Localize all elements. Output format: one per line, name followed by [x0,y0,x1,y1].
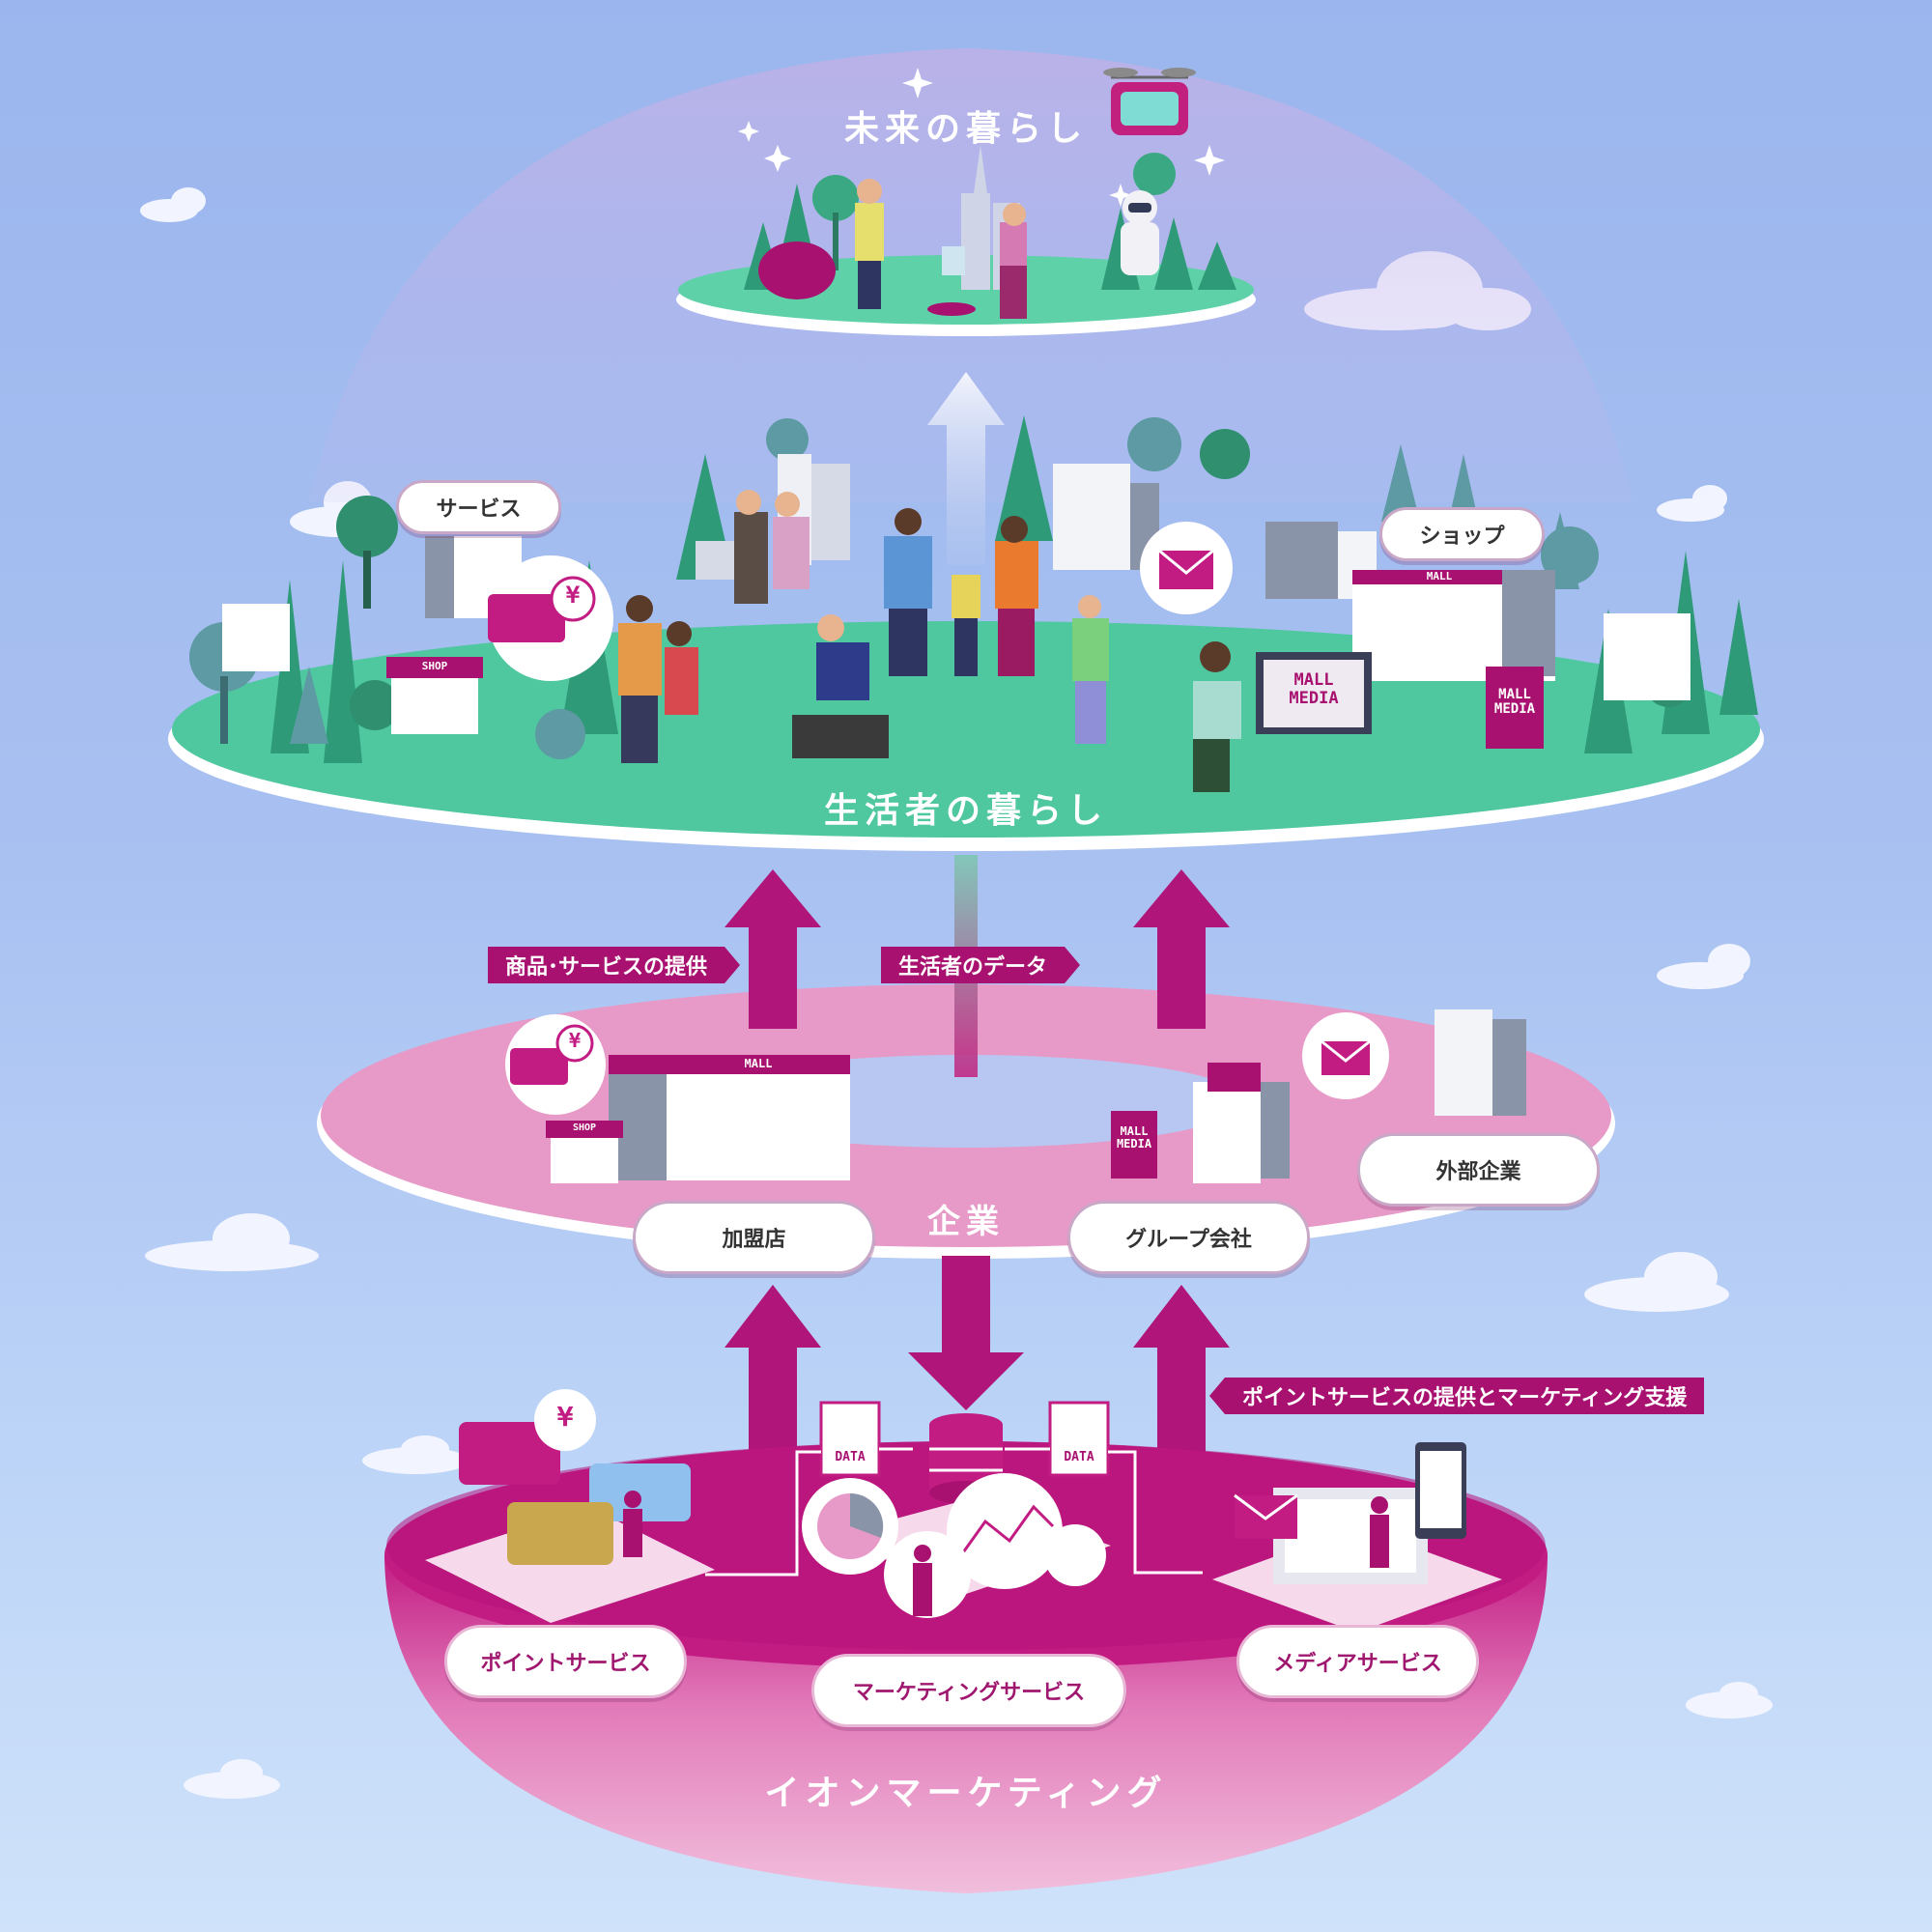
point-service-label: ポイントサービス [444,1625,687,1698]
mall-sign-company: MALL [744,1057,773,1070]
group-company-label: グループ会社 [1067,1201,1310,1274]
franchise-label: 加盟店 [633,1201,875,1274]
products-services-tag: 商品･サービスの提供 [488,947,741,983]
shop-label: ショップ [1379,507,1545,561]
mall-media-company-line-2: MEDIA [1116,1137,1152,1151]
consumer-data-tag: 生活者のデータ [881,947,1081,983]
service-label: サービス [396,480,561,534]
external-company-label: 外部企業 [1357,1133,1600,1207]
data-doc-right: DATA [1064,1450,1094,1464]
marketing-service-label: マーケティングサービス [811,1654,1126,1727]
mall-media-company-line-1: MALL [1120,1124,1149,1138]
mall-media-line-1: MALL [1293,670,1334,690]
future-title: 未来の暮らし [843,109,1088,149]
yen-icon-aeon: ¥ [556,1401,574,1433]
mall-media-board: MALL MEDIA [1488,687,1542,718]
yen-icon: ¥ [565,582,581,609]
company-title: 企業 [927,1203,1005,1241]
mall-media-board-line-1: MALL [1498,687,1531,702]
shop-sign: SHOP [421,660,448,672]
point-marketing-tag: ポイントサービスの提供とマーケティング支援 [1208,1378,1705,1414]
aeon-title: イオンマーケティング [764,1774,1168,1813]
mall-media-screen: MALL MEDIA [1267,671,1360,707]
mall-media-line-2: MEDIA [1289,688,1339,708]
media-service-label: メディアサービス [1236,1625,1479,1698]
consumer-title: 生活者の暮らし [823,791,1108,831]
mall-sign: MALL [1426,570,1453,582]
data-doc-left: DATA [835,1450,866,1464]
mall-media-board-line-2: MEDIA [1493,701,1536,718]
mall-media-board-company: MALL MEDIA [1111,1124,1157,1151]
yen-icon-company: ¥ [568,1029,582,1052]
shop-sign-company: SHOP [572,1122,597,1133]
